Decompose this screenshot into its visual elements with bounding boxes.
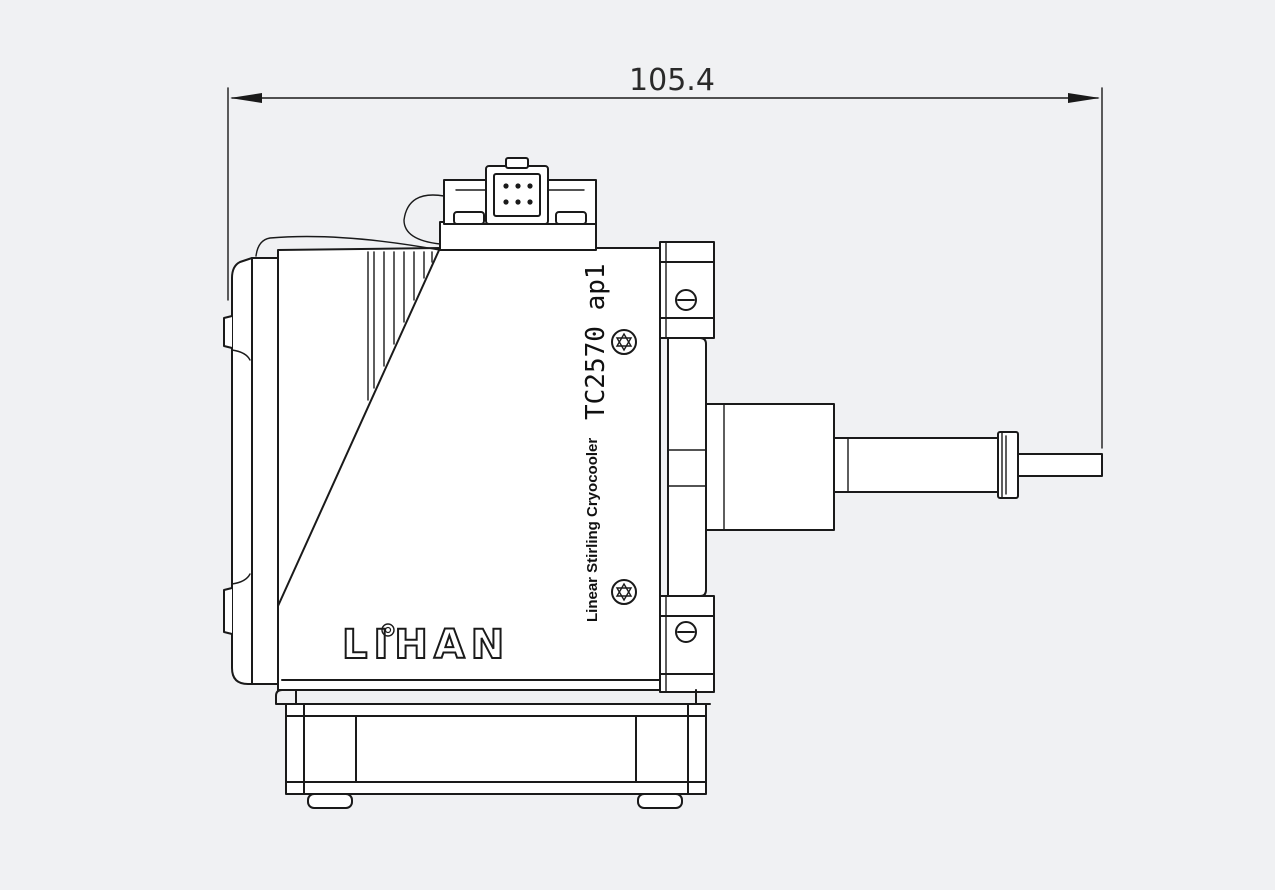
left-end-cap	[223, 257, 279, 685]
base-fan-unit	[285, 689, 707, 809]
dimension-value: 105.4	[629, 63, 715, 98]
brand-logo: LIHAN	[342, 622, 510, 668]
cooling-fins	[367, 251, 433, 401]
foot-left	[307, 793, 353, 809]
connector-pins	[503, 183, 533, 205]
dimension-arrow-right	[1068, 93, 1100, 103]
dimension-annotation: 105.4	[227, 63, 1103, 449]
foot-right	[637, 793, 683, 809]
product-description-label: Linear Stirling Cryocooler	[584, 438, 601, 622]
dimension-arrow-left	[230, 93, 262, 103]
cold-finger-assembly	[705, 403, 1103, 531]
body-screw-lower	[611, 579, 637, 605]
cable-wire	[255, 235, 441, 257]
model-number-label: TC2570 ap1	[581, 263, 611, 420]
flange-screw-upper	[675, 289, 697, 311]
body-screw-upper	[611, 329, 637, 355]
top-connector	[255, 157, 597, 257]
right-flange	[659, 241, 715, 693]
logo-mark-icon	[381, 623, 395, 637]
flange-screw-lower	[675, 621, 697, 643]
cable-loop	[403, 194, 445, 245]
main-body	[275, 247, 711, 705]
